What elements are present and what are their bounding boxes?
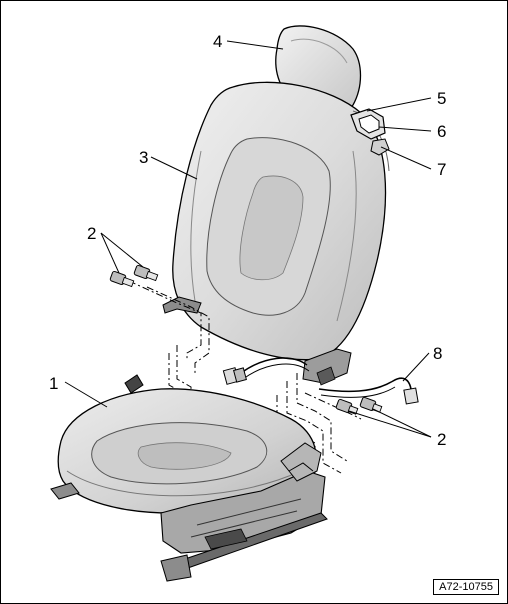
bolt-lower-right-b: [359, 396, 383, 413]
callout-2-lower: 2: [437, 430, 446, 449]
wiring-harness: [318, 377, 419, 405]
leader-lines: [64, 40, 432, 438]
seat-cushion: [57, 374, 317, 514]
callout-1: 1: [49, 374, 58, 393]
callout-5: 5: [437, 89, 446, 108]
wiring-harness-left: [222, 357, 310, 385]
reference-code: A72-10755: [433, 579, 499, 595]
seat-frame: [50, 442, 328, 582]
callout-4: 4: [213, 32, 222, 51]
callout-2-upper: 2: [87, 224, 96, 243]
callout-3: 3: [139, 148, 148, 167]
callout-6: 6: [437, 122, 446, 141]
bolt-upper-left-b: [133, 264, 159, 282]
bolt-upper-left-a: [109, 270, 135, 288]
backrest-trim-cover: [350, 108, 390, 156]
callout-8: 8: [433, 344, 442, 363]
callout-7: 7: [437, 160, 446, 179]
backrest: [172, 81, 390, 361]
bolt-lower-right-a: [335, 398, 359, 415]
